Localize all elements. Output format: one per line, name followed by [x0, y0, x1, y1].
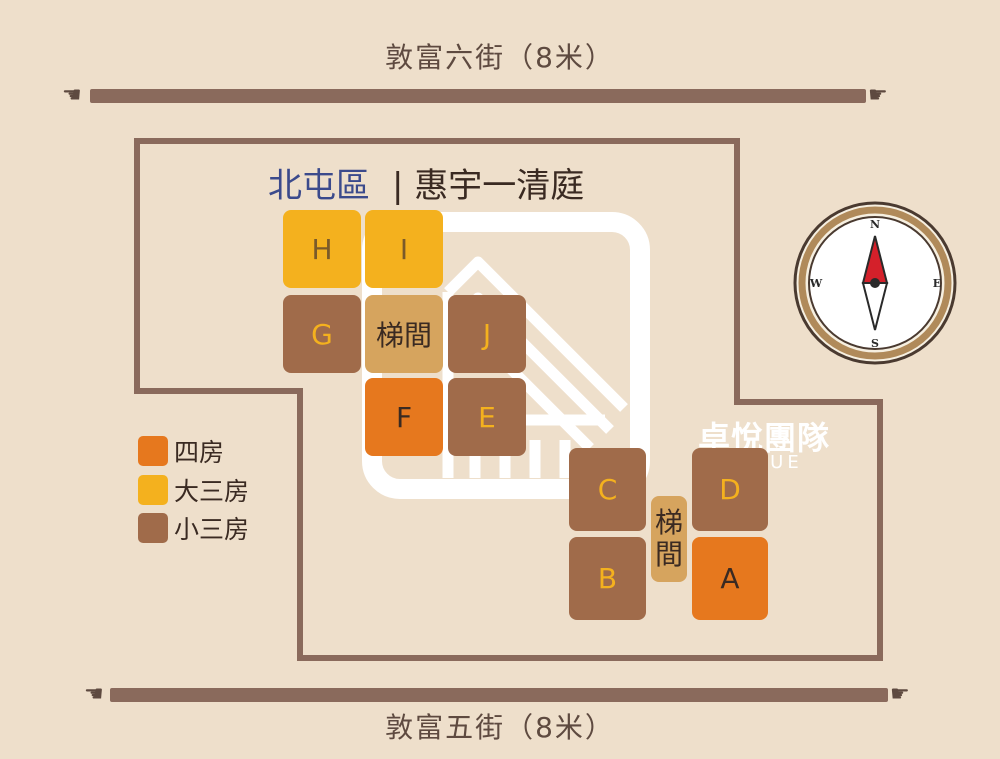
unit-C[interactable]: C [569, 448, 646, 531]
road-south [110, 688, 888, 702]
legend-item-small-three-room: 小三房 [138, 510, 249, 546]
legend-item-four-room: 四房 [138, 433, 224, 469]
legend-item-large-three-room: 大三房 [138, 472, 249, 508]
stairwell-south: 梯 間 [651, 496, 687, 582]
legend-swatch [138, 475, 168, 505]
legend-swatch [138, 436, 168, 466]
unit-E[interactable]: E [448, 378, 526, 456]
compass-s: S [871, 337, 879, 350]
legend-label: 大三房 [174, 477, 250, 506]
pointing-hand-icon: ☛ [868, 83, 888, 108]
project-name: 惠宇一清庭 [414, 166, 585, 206]
unit-B[interactable]: B [569, 537, 646, 620]
compass-n: N [870, 218, 880, 231]
pointing-hand-icon: ☚ [62, 83, 82, 108]
legend-label: 四房 [174, 438, 225, 467]
compass-w: W [809, 277, 823, 290]
compass-e: E [933, 277, 941, 290]
street-label-south: 敦富五街（8米） [385, 711, 615, 744]
plot-boundary [134, 138, 883, 661]
district-title: 北屯區 [268, 166, 370, 206]
street-label-north: 敦富六街（8米） [385, 41, 615, 74]
road-north [90, 89, 866, 103]
stairwell-north: 梯間 [365, 295, 443, 373]
title-separator: | [392, 166, 404, 206]
pointing-hand-icon: ☚ [84, 682, 104, 707]
pointing-hand-icon: ☛ [890, 682, 910, 707]
stairwell-south-line2: 間 [654, 538, 683, 571]
legend-swatch [138, 513, 168, 543]
unit-H[interactable]: H [283, 210, 361, 288]
unit-I[interactable]: I [365, 210, 443, 288]
stairwell-south-line1: 梯 [654, 506, 683, 539]
legend-label: 小三房 [174, 515, 250, 544]
unit-F[interactable]: F [365, 378, 443, 456]
project-title: | 惠宇一清庭 [392, 158, 584, 207]
compass-icon: N S W E [793, 201, 957, 365]
unit-G[interactable]: G [283, 295, 361, 373]
unit-D[interactable]: D [692, 448, 768, 531]
unit-J[interactable]: J [448, 295, 526, 373]
unit-A[interactable]: A [692, 537, 768, 620]
